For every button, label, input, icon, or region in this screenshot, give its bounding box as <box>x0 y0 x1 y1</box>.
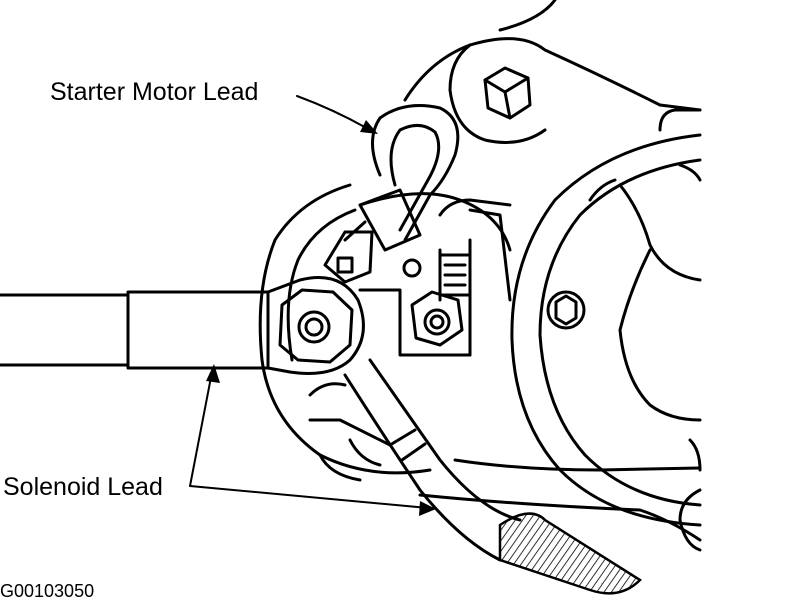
upper-terminal-nut <box>323 230 374 284</box>
solenoid-lead-label: Solenoid Lead <box>3 473 163 501</box>
solenoid-lead-leader-1 <box>189 371 213 487</box>
braided-cable-end <box>498 512 642 595</box>
mounting-bolt <box>483 66 532 120</box>
starter-motor-body <box>510 133 702 527</box>
starter-lead-terminal <box>358 188 422 252</box>
arrowhead-solenoid-2 <box>419 501 436 516</box>
solenoid-lead-sleeve <box>126 290 270 370</box>
solenoid-lead-leader-2 <box>189 485 429 509</box>
starter-lead-leader <box>296 95 371 131</box>
mounting-flange <box>403 37 702 112</box>
solenoid-lead-ring-terminal <box>266 276 365 375</box>
main-terminal-nut <box>278 288 354 364</box>
starter-housing-top <box>498 0 557 32</box>
solenoid-cap <box>258 183 432 475</box>
arrowhead-solenoid-1 <box>206 364 220 383</box>
battery-cable <box>343 373 502 562</box>
arrowhead-starter <box>360 120 378 134</box>
right-terminal-nut <box>410 290 464 347</box>
torx-screw <box>546 290 586 330</box>
figure-id: G00103050 <box>0 581 95 601</box>
starter-motor-lead-label: Starter Motor Lead <box>50 78 259 106</box>
